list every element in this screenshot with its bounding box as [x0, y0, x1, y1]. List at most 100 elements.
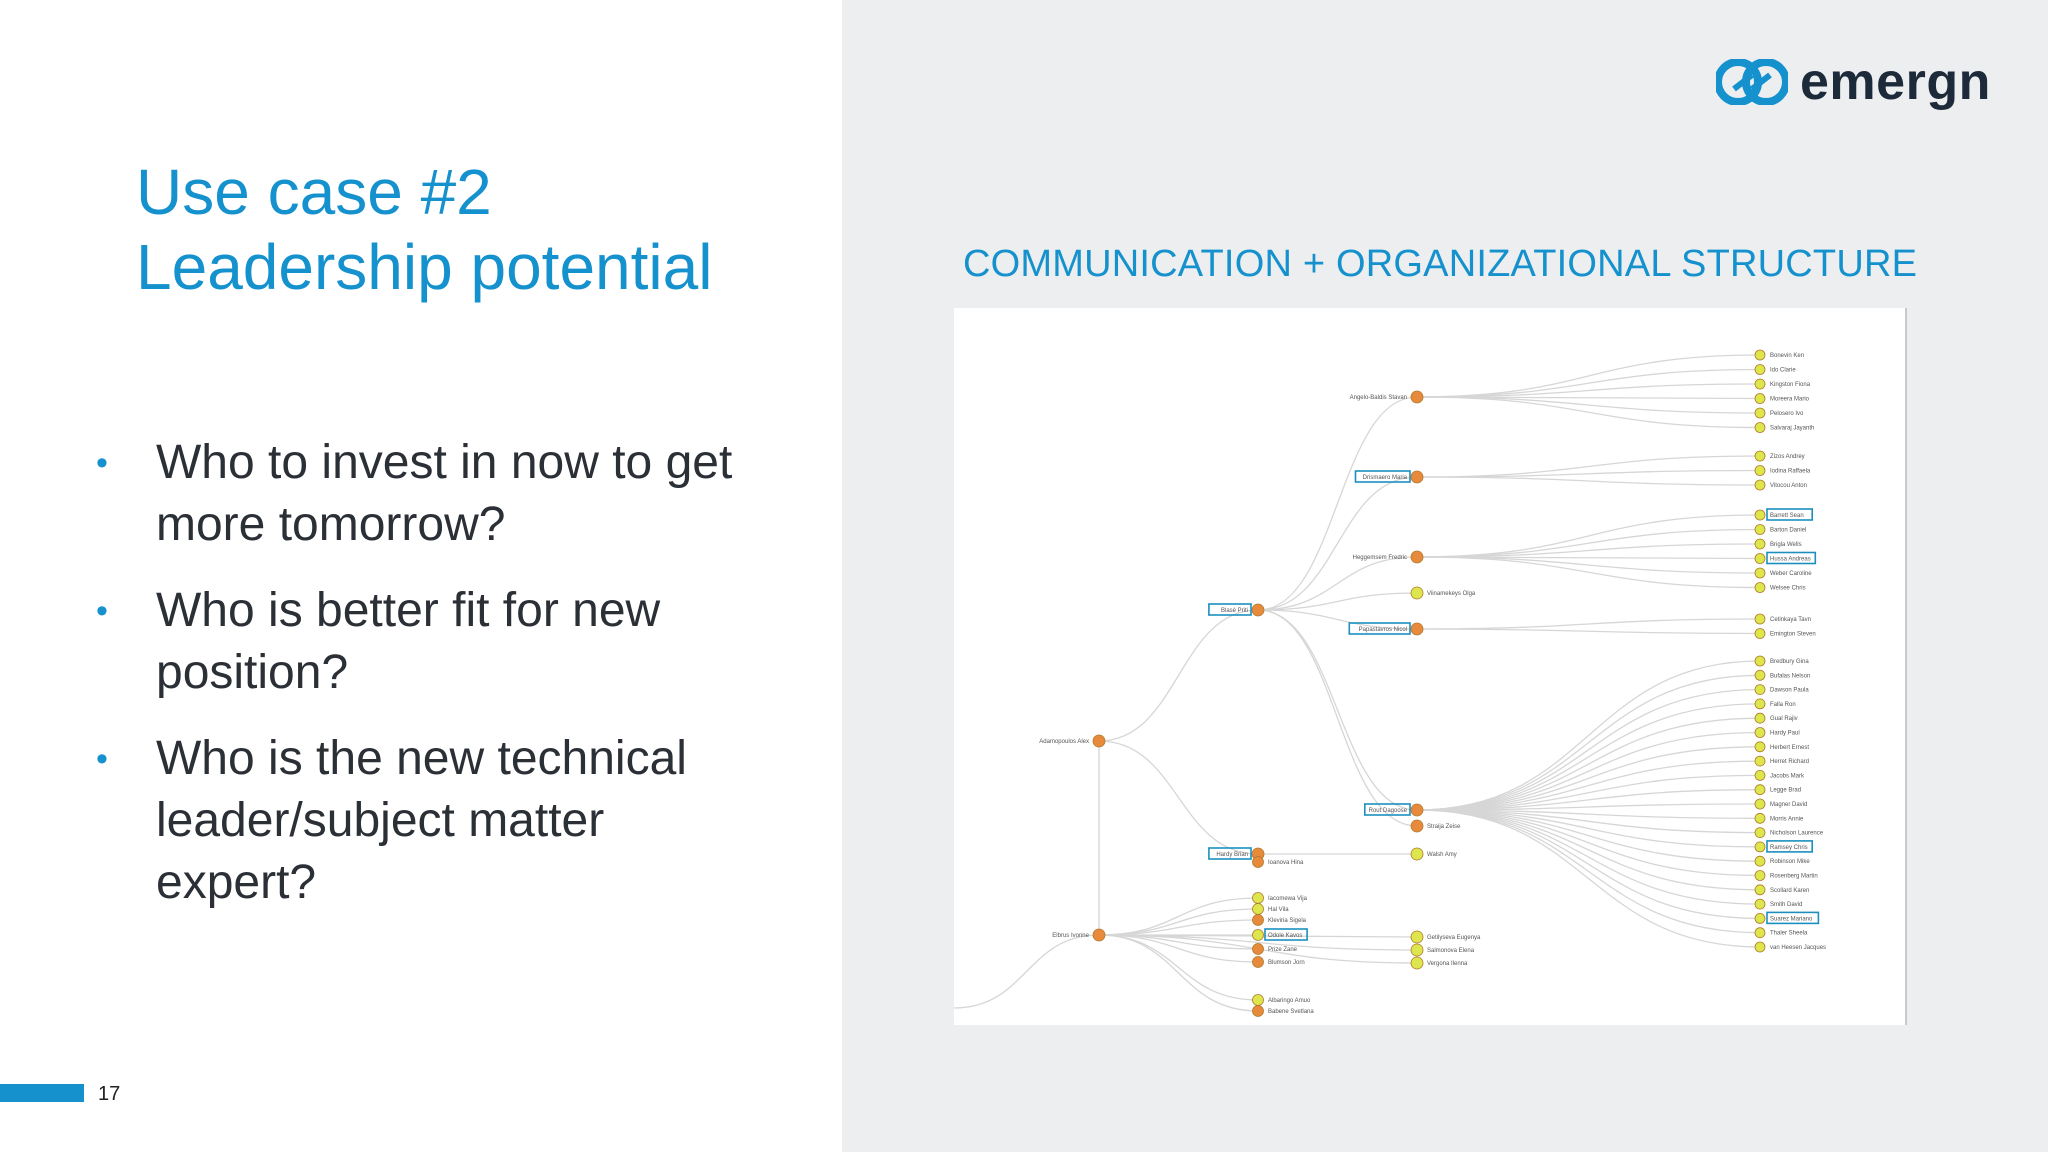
- tree-node[interactable]: [1754, 841, 1766, 853]
- tree-node[interactable]: [1410, 819, 1424, 833]
- tree-node-label: Ido Clarie: [1770, 368, 1796, 374]
- tree-node[interactable]: [1754, 407, 1766, 419]
- tree-node[interactable]: [1410, 622, 1424, 636]
- tree-node[interactable]: [1754, 855, 1766, 867]
- tree-node[interactable]: [1754, 582, 1766, 593]
- tree-node-label: Robinson Mike: [1770, 859, 1810, 865]
- tree-node[interactable]: [1754, 450, 1766, 462]
- tree-node[interactable]: [1754, 479, 1766, 491]
- tree-node[interactable]: [1410, 803, 1424, 817]
- tree-edge: [1416, 618, 1761, 630]
- tree-node[interactable]: [1251, 603, 1265, 617]
- tree-node[interactable]: [1754, 567, 1766, 579]
- tree-node[interactable]: [1754, 798, 1766, 810]
- tree-node[interactable]: [1754, 509, 1766, 521]
- tree-node[interactable]: [1754, 827, 1766, 838]
- tree-node-label: Barton Daniel: [1770, 528, 1806, 534]
- tree-node[interactable]: [1754, 755, 1766, 767]
- tree-node[interactable]: [1754, 812, 1766, 824]
- tree-node[interactable]: [1754, 538, 1766, 550]
- tree-node[interactable]: [1252, 994, 1264, 1006]
- tree-node[interactable]: [1754, 727, 1766, 738]
- slide-title-line2: Leadership potential: [136, 231, 713, 303]
- tree-node-label: Straija Zeise: [1427, 824, 1461, 830]
- tree-node-label: Salmonova Elena: [1427, 948, 1475, 954]
- tree-node[interactable]: [1410, 470, 1424, 484]
- tree-node[interactable]: [1252, 856, 1264, 868]
- tree-node-label: Salvaraj Jayanth: [1770, 426, 1814, 432]
- tree-node[interactable]: [1252, 914, 1264, 926]
- bullet-text: Who to invest in now to get more tomorro…: [156, 436, 733, 551]
- tree-edge: [1257, 396, 1418, 611]
- tree-node[interactable]: [1410, 550, 1424, 564]
- tree-node[interactable]: [1410, 956, 1424, 970]
- tree-node[interactable]: [1754, 898, 1766, 910]
- tree-node[interactable]: [1754, 393, 1766, 404]
- tree-node[interactable]: [1754, 784, 1766, 796]
- tree-node[interactable]: [1754, 364, 1766, 375]
- tree-edge: [1416, 774, 1761, 811]
- tree-node[interactable]: [1754, 927, 1766, 939]
- tree-edge: [1098, 897, 1259, 936]
- tree-node[interactable]: [1092, 734, 1106, 748]
- tree-node[interactable]: [1754, 712, 1766, 724]
- tree-node[interactable]: [1754, 613, 1766, 625]
- emergn-logo: emergn: [1716, 53, 1991, 111]
- tree-edge: [1416, 556, 1761, 560]
- tree-node[interactable]: [1252, 929, 1264, 941]
- tree-node[interactable]: [1754, 349, 1766, 361]
- page-number-bar: [0, 1084, 84, 1102]
- tree-node[interactable]: [1410, 943, 1424, 957]
- tree-node-label: Blasé Priti: [1221, 608, 1248, 614]
- tree-node-label: Iodina Raffaela: [1770, 469, 1811, 475]
- tree-node[interactable]: [1754, 655, 1766, 667]
- tree-node[interactable]: [1754, 422, 1766, 433]
- tree-node-label: Pelosero Ivo: [1770, 411, 1804, 417]
- logo-text: emergn: [1800, 53, 1991, 111]
- tree-edge: [1098, 908, 1259, 936]
- tree-node[interactable]: [1252, 1005, 1264, 1017]
- tree-node[interactable]: [1754, 524, 1766, 535]
- tree-node[interactable]: [1754, 870, 1766, 881]
- tree-node[interactable]: [1754, 698, 1766, 710]
- tree-node-label: Emington Steven: [1770, 632, 1816, 638]
- tree-edge: [1416, 809, 1761, 891]
- tree-node[interactable]: [1410, 930, 1424, 944]
- tree-node[interactable]: [1252, 892, 1264, 904]
- tree-edge: [1098, 609, 1259, 742]
- tree-node[interactable]: [1754, 941, 1766, 953]
- tree-node[interactable]: [1410, 847, 1424, 861]
- tree-node[interactable]: [1410, 586, 1424, 600]
- tree-node-label: Hardy Brian: [1216, 852, 1248, 858]
- tree-node[interactable]: [1754, 628, 1766, 639]
- tree-node[interactable]: [1252, 956, 1264, 968]
- highlight-box: [1208, 603, 1252, 616]
- tree-node[interactable]: [1252, 943, 1264, 955]
- tree-node[interactable]: [1754, 913, 1766, 924]
- tree-node-label: Vitocou Anton: [1770, 483, 1807, 489]
- tree-node[interactable]: [1754, 741, 1766, 753]
- tree-edge: [1416, 543, 1761, 558]
- highlight-box: [1264, 928, 1308, 941]
- tree-node[interactable]: [1410, 390, 1424, 404]
- tree-edge: [1257, 609, 1418, 630]
- tree-node[interactable]: [1754, 684, 1766, 696]
- bullet-text: Who is the new technical leader/subject …: [156, 732, 687, 909]
- bullet-item: •Who to invest in now to get more tomorr…: [96, 432, 776, 556]
- tree-node-label: Bonevin Ken: [1770, 353, 1804, 359]
- tree-node[interactable]: [1754, 465, 1766, 476]
- bullet-list: •Who to invest in now to get more tomorr…: [96, 432, 776, 938]
- tree-node-label: Kingston Fiona: [1770, 382, 1811, 388]
- tree-node[interactable]: [1754, 378, 1766, 390]
- tree-edge: [1416, 809, 1761, 834]
- tree-node[interactable]: [1754, 553, 1766, 564]
- tree-node[interactable]: [1252, 903, 1264, 915]
- tree-node-label: Heggemsem Fredric: [1353, 555, 1407, 561]
- tree-node[interactable]: [1754, 669, 1766, 681]
- tree-node[interactable]: [1754, 769, 1766, 781]
- tree-edge: [1416, 354, 1761, 398]
- tree-node[interactable]: [1754, 884, 1766, 896]
- tree-edge: [1416, 628, 1761, 635]
- tree-node[interactable]: [1092, 928, 1106, 942]
